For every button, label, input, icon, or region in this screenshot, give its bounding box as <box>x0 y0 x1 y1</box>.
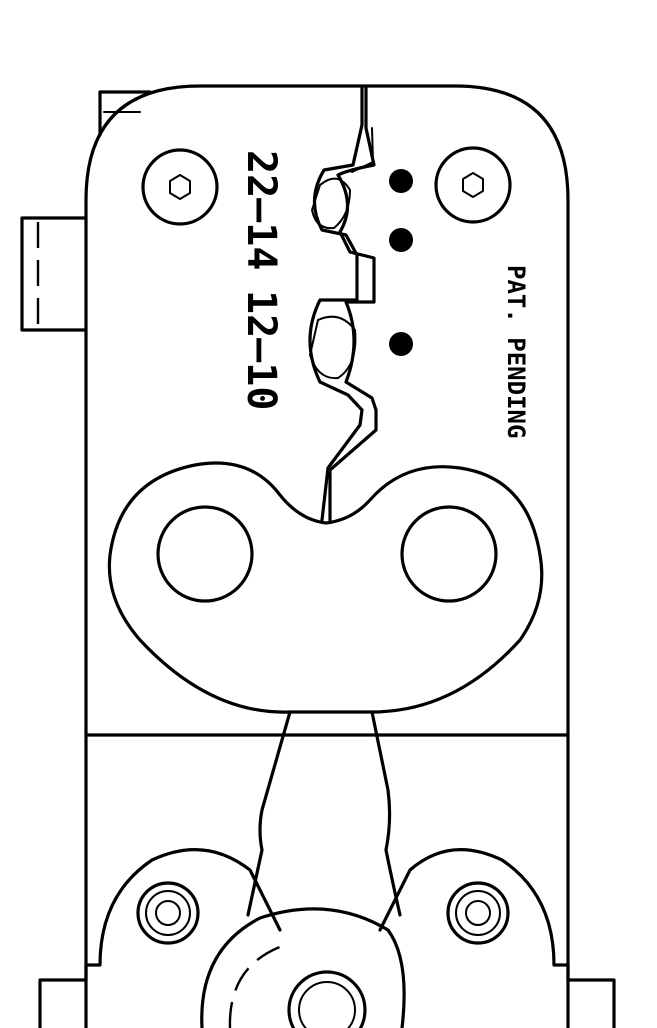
center-hub-fastener <box>287 970 367 1028</box>
link-plate-left-hole <box>156 505 254 603</box>
lower-right-lobe <box>378 848 570 967</box>
left-die-jaw <box>308 86 364 522</box>
gauge-dot-2 <box>389 228 413 252</box>
gauge-label-22-14: 22–14 <box>238 150 284 270</box>
lower-left-lobe <box>84 848 282 967</box>
right-die-jaw <box>328 86 378 522</box>
bottom-left-wall <box>38 963 88 1028</box>
gauge-dot-1 <box>389 169 413 193</box>
bottom-right-wall <box>566 963 616 1028</box>
handle-right-edge <box>370 710 402 917</box>
lower-right-fastener <box>446 881 510 945</box>
crimp-nest-small <box>311 177 351 230</box>
gauge-dot-3 <box>389 332 413 356</box>
link-plate-right-hole <box>400 505 498 603</box>
top-left-tab <box>98 90 152 137</box>
crimp-nest-large <box>309 315 357 380</box>
center-hub-dashed-arc <box>228 943 286 1028</box>
link-plate <box>107 461 544 714</box>
right-screw-head <box>434 146 512 224</box>
die-housing-outline <box>84 84 570 1028</box>
center-hub-outline <box>200 907 406 1028</box>
handle-left-edge <box>246 710 292 917</box>
left-screw-head <box>141 148 219 226</box>
left-stub <box>20 216 88 332</box>
patent-pending-label: PAT. PENDING <box>502 265 530 438</box>
gauge-label-12-10: 12–10 <box>238 290 284 410</box>
lower-left-fastener <box>136 881 200 945</box>
